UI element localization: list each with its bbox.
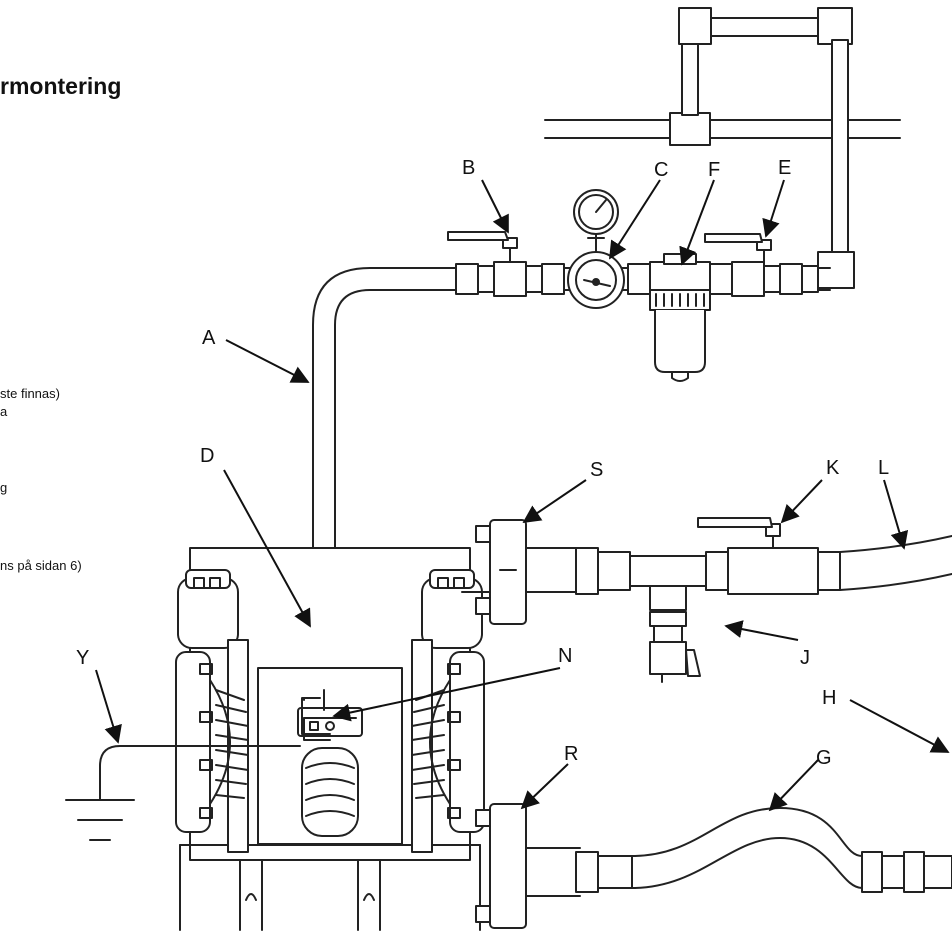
callout-arrow-j	[724, 620, 799, 641]
callout-label-c: C	[654, 159, 668, 181]
ground-symbol	[65, 799, 135, 841]
callout-label-r: R	[564, 743, 578, 765]
air-line-horizontal	[455, 261, 831, 297]
callout-label-d: D	[200, 445, 214, 467]
air-supply-hose	[312, 267, 457, 629]
callout-arrow-c	[609, 179, 661, 260]
section-heading: rmontering	[0, 73, 122, 99]
callout-arrow-d	[223, 469, 311, 628]
callout-arrow-s	[522, 479, 587, 524]
callout-label-l: L	[878, 457, 889, 479]
callout-label-n: N	[558, 645, 572, 667]
legend-fragment-2: a	[0, 404, 8, 419]
callout-label-a: A	[202, 327, 216, 349]
callout-label-s: S	[590, 459, 603, 481]
callout-arrow-r	[520, 763, 569, 810]
diaphragm-pump	[175, 547, 485, 931]
callout-arrow-n	[332, 667, 561, 722]
air-supply-main	[544, 7, 901, 289]
callout-arrow-k	[780, 479, 823, 524]
callout-label-k: K	[826, 457, 840, 479]
callout-arrow-a	[225, 339, 310, 383]
legend-fragment-1: ste finnas)	[0, 386, 60, 401]
fluid-inlet-port	[475, 803, 581, 929]
callout-arrow-y	[95, 669, 122, 744]
pump-accessory-shutoff-valve	[704, 233, 772, 263]
callout-arrow-e	[762, 179, 785, 238]
callout-label-b: B	[462, 157, 475, 179]
air-regulator	[567, 189, 625, 309]
callout-label-h: H	[822, 687, 836, 709]
fluid-suction-hose	[575, 807, 952, 893]
callout-label-f: F	[708, 159, 720, 181]
ground-wire	[99, 689, 331, 801]
callout-arrow-g	[768, 759, 819, 812]
fluid-outlet-piping	[575, 517, 952, 611]
callout-arrow-h	[849, 699, 950, 753]
legend-fragment-4: ns på sidan 6)	[0, 558, 82, 573]
callout-arrow-l	[883, 479, 909, 550]
fluid-drain-valve	[649, 611, 701, 683]
bleed-type-master-air-valve	[447, 231, 518, 263]
legend-fragment-3: g	[0, 480, 8, 495]
callout-arrow-f	[679, 179, 715, 266]
fluid-outlet-port	[461, 519, 581, 625]
callout-arrow-b	[481, 179, 509, 234]
callout-label-j: J	[800, 647, 810, 669]
callout-label-y: Y	[76, 647, 89, 669]
callout-label-e: E	[778, 157, 791, 179]
callout-label-g: G	[816, 747, 832, 769]
